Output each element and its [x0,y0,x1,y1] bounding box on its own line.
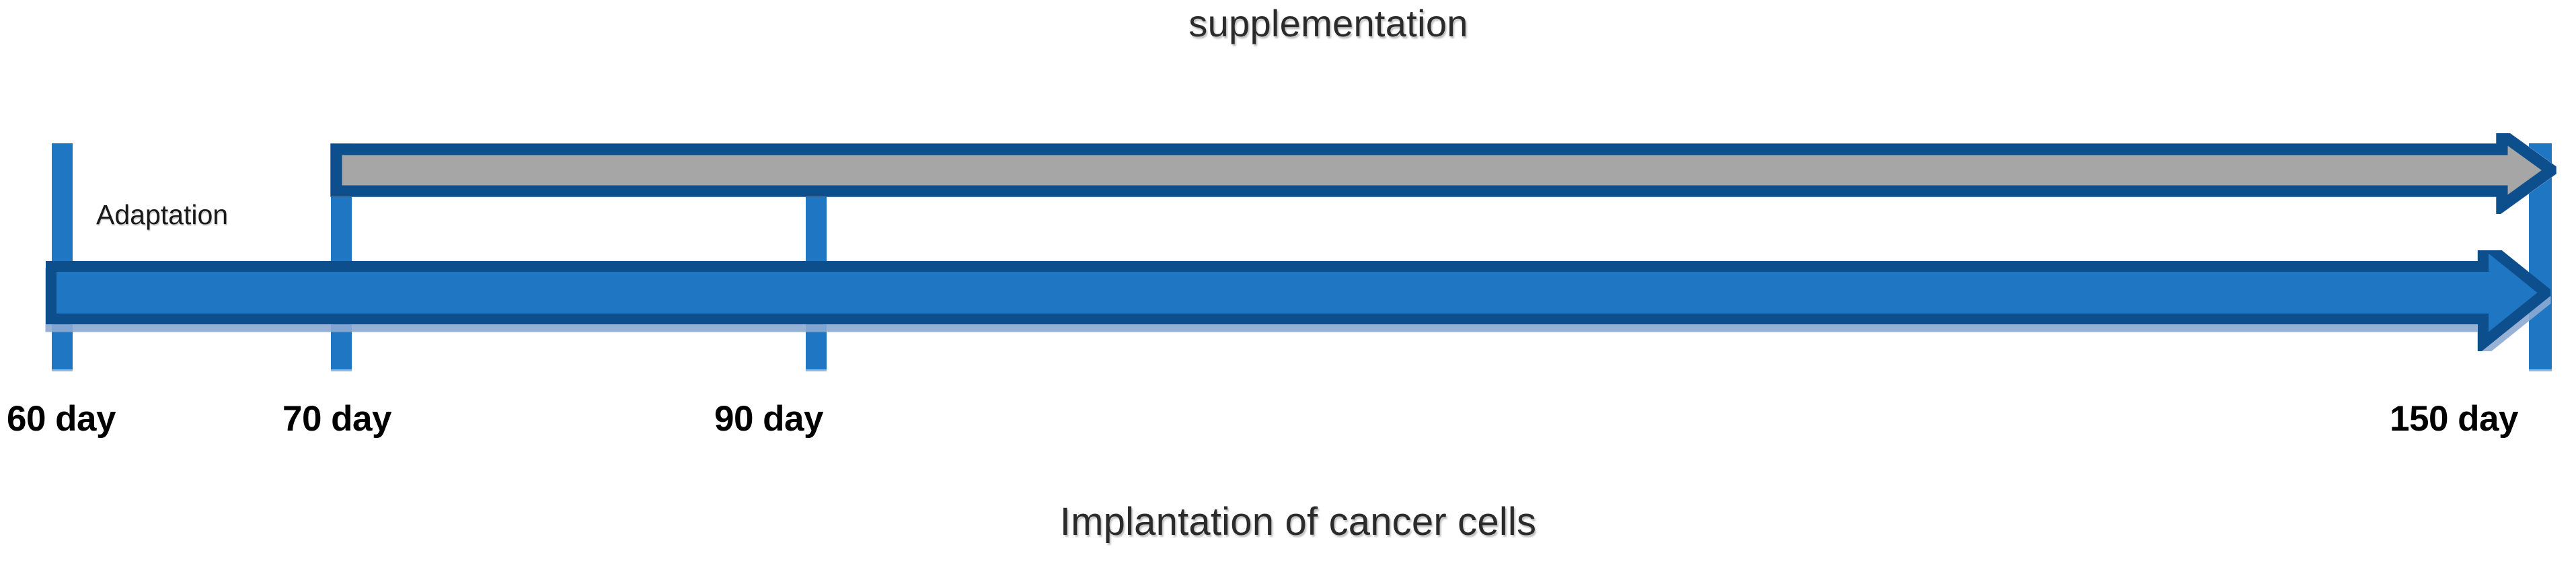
day-label-90: 90 day [714,399,824,439]
supplementation-title: supplementation [1188,2,1468,44]
day-label-60: 60 day [7,399,116,439]
adaptation-phase-label: Adaptation [96,199,229,230]
supplementation-arrow-body [330,133,2556,214]
timeline-arrow [45,250,2551,351]
timeline-arrow-body [46,250,2550,351]
supplementation-arrow [330,133,2556,214]
day-label-70: 70 day [282,399,392,439]
implantation-caption: Implantation of cancer cells [1059,500,1537,544]
day-label-150: 150 day [2390,399,2518,439]
